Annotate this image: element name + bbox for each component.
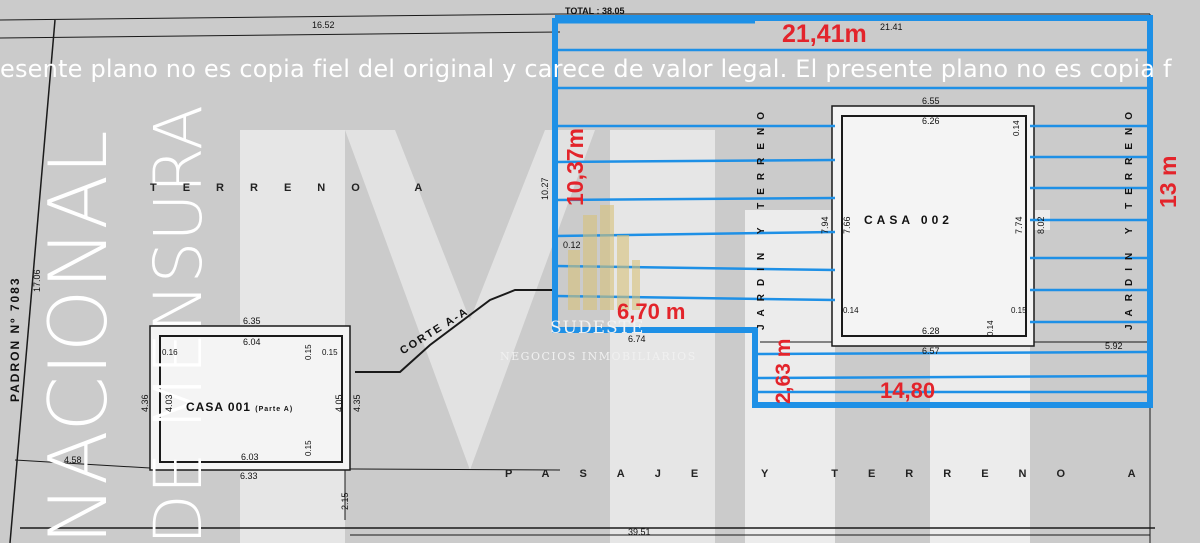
- casa-002-wall-tr: 0.14: [1012, 120, 1021, 136]
- dim-mid-012: 0.12: [563, 240, 581, 250]
- watermark-m-diagonal: [345, 130, 595, 470]
- watermark-vertical-mensura: DE MENSURA: [140, 104, 217, 543]
- casa-001-left-outer: 4.36: [140, 394, 150, 412]
- casa-002-inner: [841, 115, 1027, 337]
- casa-002-wall-br2: 0.15: [1011, 306, 1027, 315]
- dim-left-215: 2.15: [340, 492, 350, 510]
- casa-001-right-outer: 4.35: [352, 394, 362, 412]
- measure-width-top: 21,41m: [782, 20, 867, 48]
- dim-lot-right: 5.92: [1105, 341, 1123, 351]
- casa-001-bottom-inner: 6.03: [241, 452, 259, 462]
- watermark-vertical-nacional: NACIONAL: [32, 130, 125, 543]
- casa-001-wall-c: 0.15: [322, 348, 338, 357]
- brand-logo-icon: [568, 205, 640, 310]
- casa-002-bottom-outer: 6.57: [922, 346, 940, 356]
- casa-001-bottom-outer: 6.33: [240, 471, 258, 481]
- casa-002-right-inner: 7.74: [1014, 216, 1024, 234]
- measure-height-right: 13 m: [1155, 155, 1181, 208]
- brand-name: SUDESTE: [550, 318, 645, 338]
- casa-002-top-outer: 6.55: [922, 96, 940, 106]
- casa-001-top-inner: 6.04: [243, 337, 261, 347]
- casa-001-left-inner: 4.03: [164, 394, 174, 412]
- casa-002-label: CASA 002: [864, 213, 953, 227]
- casa-001-name: CASA 001: [186, 400, 251, 414]
- pasaje-label: PASAJE Y TERRENO A: [505, 468, 1166, 480]
- watermark-h-left-bar: [745, 210, 835, 543]
- casa-002-left-outer: 7.94: [820, 216, 830, 234]
- casa-002-wall-bl: 0.14: [843, 306, 859, 315]
- dim-left-458: 4.58: [64, 455, 82, 465]
- dim-left-1706: 17.06: [32, 269, 42, 292]
- casa-001-label: CASA 001 (Parte A): [186, 400, 293, 414]
- casa-001-wall-b: 0.15: [304, 344, 313, 360]
- casa-002-wall-br: 0.14: [986, 320, 995, 336]
- terreno-a-left: TERRENO A: [150, 182, 449, 194]
- brand-subtitle: NEGOCIOS INMOBILIARIOS: [500, 350, 697, 363]
- measure-step-width: 6,70 m: [617, 299, 686, 324]
- casa-002-right-outer: 8.02: [1036, 216, 1046, 234]
- dim-top-right: 21.41: [880, 22, 903, 32]
- jardin-y-terreno-label: JARDIN Y TERRENO: [756, 104, 767, 330]
- boundary-outline: [552, 15, 1153, 408]
- dim-top-left: 16.52: [312, 20, 335, 30]
- casa-001-right-inner: 4.05: [334, 394, 344, 412]
- dim-bottom-total: 39.51: [628, 527, 651, 537]
- jardin-y-terreno-right-label: JARDIN Y TERRENO: [1124, 104, 1135, 330]
- casa-001-inner: [159, 335, 343, 463]
- casa-002-outer: [831, 105, 1035, 347]
- measure-height-left: 10,37m: [562, 127, 588, 206]
- casa-002-left-inner: 7.66: [842, 216, 852, 234]
- measure-bottom-width: 14,80: [880, 378, 936, 403]
- total-dimension: TOTAL : 38.05: [565, 6, 625, 16]
- padron-label: PADRON Nº 7083: [8, 276, 22, 402]
- measure-step-height: 2,63 m: [772, 338, 795, 404]
- casa-001-wall-a: 0.16: [162, 348, 178, 357]
- casa-002-top-inner: 6.26: [922, 116, 940, 126]
- disclaimer-watermark: esente plano no es copia fiel del origin…: [0, 55, 1172, 83]
- casa-001-sub: (Parte A): [255, 406, 294, 413]
- casa-002-bottom-inner: 6.28: [922, 326, 940, 336]
- casa-001-outer: [149, 325, 351, 471]
- casa-001-top-outer: 6.35: [243, 316, 261, 326]
- dim-mid-674: 6.74: [628, 334, 646, 344]
- casa-001-wall-d: 0.15: [304, 440, 313, 456]
- dim-mid-1027: 10.27: [540, 177, 550, 200]
- boundary-hatch: [554, 48, 1151, 394]
